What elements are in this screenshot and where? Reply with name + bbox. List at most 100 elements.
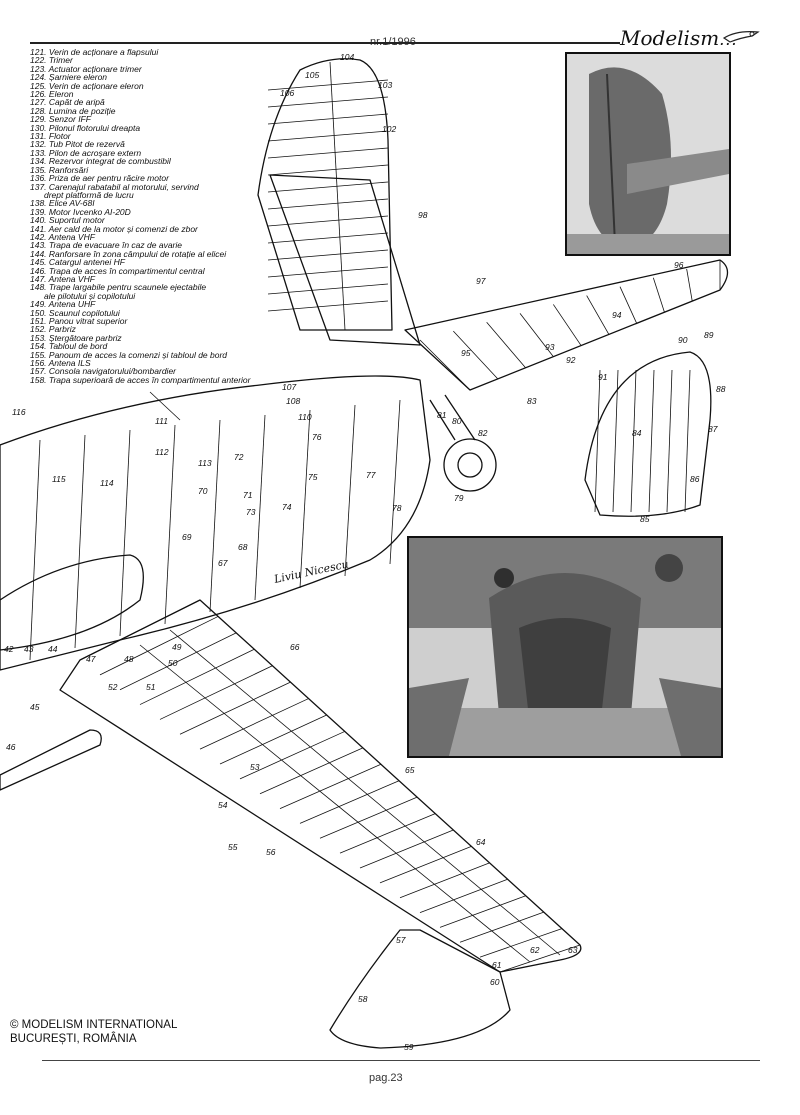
legend-item: 124. Șarniere eleron (30, 72, 280, 83)
legend-item: 133. Pilon de acroșare extern (30, 147, 280, 158)
callout-number: 111 (155, 416, 168, 426)
legend-number: 152. (30, 324, 49, 335)
callout-number: 113 (198, 458, 212, 468)
callout-number: 80 (452, 416, 462, 426)
legend-item: 131. Flotor (30, 131, 280, 142)
legend-text: Ștergătoare parbriz (48, 332, 122, 343)
callout-number: 93 (545, 342, 555, 352)
legend-number: 136. (30, 173, 49, 184)
legend-number: 135. (30, 164, 49, 175)
callout-number: 116 (12, 407, 26, 417)
landing-wheel (443, 438, 497, 492)
callout-number: 90 (678, 335, 688, 345)
rib-line (299, 409, 311, 589)
callout-number: 56 (266, 847, 276, 857)
engine-nacelle (0, 554, 144, 651)
callout-number: 52 (108, 682, 118, 692)
legend-text: Actuator acționare trimer (48, 63, 142, 74)
legend-number: 150. (30, 307, 49, 318)
callout-number: 84 (632, 428, 642, 438)
callout-number: 54 (218, 800, 228, 810)
legend-item: 156. Antena ILS (30, 359, 280, 368)
rib-line (459, 911, 544, 943)
legend-number: 138. (30, 198, 49, 209)
legend-text: Trapa de acces în compartimentul central (48, 265, 205, 276)
rib-line (199, 698, 309, 750)
legend-text: Parbriz (48, 324, 76, 335)
callout-number: 82 (478, 428, 488, 438)
rib-line (219, 714, 327, 765)
legend-number: 134. (30, 156, 49, 167)
legend-text: Verin de acționare a flapsului (48, 47, 159, 57)
copyright-line-2: BUCUREȘTI, ROMÂNIA (10, 1033, 137, 1045)
legend-text: Șarniere eleron (48, 72, 108, 83)
rib-line (419, 339, 471, 391)
rib-line (329, 61, 346, 331)
callout-number: 67 (218, 558, 228, 568)
rib-line (648, 369, 655, 513)
legend-number: 133. (30, 147, 49, 158)
legend-text: Senzor IFF (48, 114, 91, 125)
callout-number: 86 (690, 474, 700, 484)
legend-item: 153. Ștergătoare parbriz (30, 332, 280, 343)
legend-item: 129. Senzor IFF (30, 114, 280, 125)
callout-number: 98 (418, 210, 428, 220)
legend-text: Panou vitrat superior (48, 316, 128, 326)
callout-number: 48 (124, 654, 134, 664)
callout-number: 59 (404, 1042, 414, 1052)
legend-number: 149. (30, 299, 49, 310)
rib-line (239, 731, 345, 780)
legend-item: 138. Elice AV-68I (30, 198, 280, 209)
legend-item: 128. Lumina de poziție (30, 107, 280, 116)
legend-text: Carenajul rabatabil al motorului, servin… (48, 181, 199, 192)
rib-line (267, 283, 389, 295)
copyright-line-1: © MODELISM INTERNATIONAL (10, 1019, 178, 1031)
stabilizer-left (269, 174, 421, 346)
legend-number: 139. (30, 206, 49, 217)
rib-line (79, 599, 201, 661)
legend-text: Flotor (48, 131, 71, 142)
callout-number: 69 (182, 532, 192, 542)
callout-number: 66 (290, 642, 300, 652)
legend-item: 158. Trapa superioară de acces în compar… (30, 376, 280, 385)
legend-text: Catargul antenei HF (48, 257, 125, 268)
legend-number: 142. (30, 231, 49, 242)
logo-text: Modelism (620, 26, 720, 50)
rib-line (686, 268, 693, 302)
rib-line (479, 928, 563, 958)
callout-number: 107 (282, 382, 296, 392)
rib-line (169, 629, 561, 956)
header-rule (30, 42, 620, 44)
legend-text: Consola navigatorului/bombardier (48, 366, 177, 377)
rib-line (209, 419, 221, 613)
callout-number: 88 (716, 384, 726, 394)
callout-number: 114 (100, 478, 114, 488)
legend-number: 151. (30, 316, 49, 326)
artist-signature: Liviu Nicescu (272, 557, 350, 586)
legend-item: 146. Trapa de acces în compartimentul ce… (30, 265, 280, 276)
rib-line (267, 215, 389, 227)
photo-underside-image (409, 538, 721, 756)
legend-number: 132. (30, 139, 49, 150)
legend-text: Tub Pitot de rezervă (48, 139, 125, 150)
legend-item: 143. Trapa de evacuare în caz de avarie (30, 241, 280, 250)
wing-tip-float (584, 351, 712, 517)
callout-number: 94 (612, 310, 622, 320)
rib-line (586, 295, 610, 335)
legend-number: 140. (30, 215, 49, 226)
callout-number: 85 (640, 514, 650, 524)
legend-text: Motor Ivcenko AI-20D (48, 206, 131, 217)
structural-ribs (29, 61, 721, 973)
legend-number: 137. (30, 181, 49, 192)
legend-number: 129. (30, 114, 49, 125)
legend-number: 122. (30, 55, 49, 66)
legend-text: Rezervor integrat de combustibil (48, 156, 171, 167)
legend-item: 140. Suportul motor (30, 215, 280, 226)
legend-number: 157. (30, 366, 49, 377)
callout-number: 57 (396, 935, 406, 945)
rib-line (267, 266, 389, 278)
legend-text: Antena UHF (48, 299, 96, 310)
legend-item: 125. Verin de acționare eleron (30, 81, 280, 90)
legend-number: 124. (30, 72, 49, 83)
plane-logo-icon (722, 31, 760, 43)
